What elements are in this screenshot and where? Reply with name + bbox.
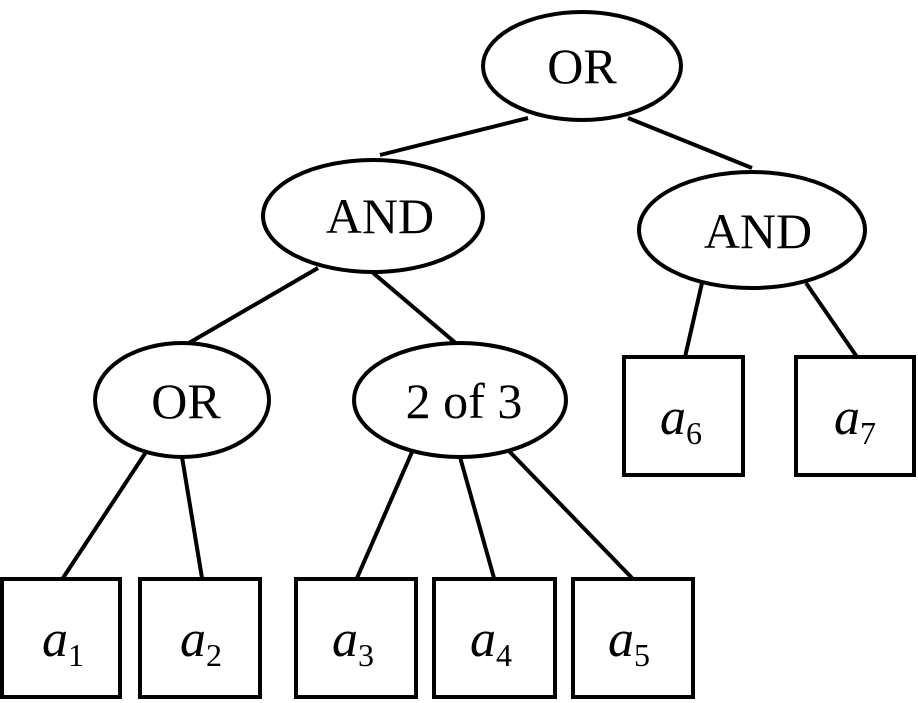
leaf-a4-box — [432, 577, 557, 699]
edge-2of3-to-a5 — [506, 448, 634, 580]
gate-or-root-ellipse — [481, 10, 683, 122]
leaf-a4: a4 — [432, 577, 557, 699]
leaf-a4-subscript: 4 — [496, 637, 512, 673]
leaf-a1: a1 — [0, 577, 122, 699]
gate-2-of-3-label: 2 of 3 — [406, 373, 523, 429]
edge-or-to-a1 — [61, 450, 148, 580]
gate-and-right: AND — [637, 170, 867, 290]
leaf-a4-label: a4 — [470, 611, 512, 673]
gate-and-right-label: AND — [704, 203, 812, 259]
edge-and-left-to-2of3 — [370, 270, 460, 347]
gate-or-left-label: OR — [151, 373, 221, 429]
edge-and-right-to-a6 — [683, 282, 704, 358]
gate-and-left: AND — [261, 158, 485, 274]
leaf-a2-label: a2 — [180, 611, 222, 673]
leaf-a7-box — [794, 355, 916, 477]
leaf-a5-label: a5 — [608, 611, 650, 673]
leaf-a2-subscript: 2 — [206, 637, 222, 673]
edge-and-right-to-a7 — [804, 281, 859, 359]
leaf-a3-subscript: 3 — [358, 637, 374, 673]
leaf-a5: a5 — [571, 577, 695, 699]
leaf-a7-subscript: 7 — [860, 415, 876, 451]
edges — [61, 116, 859, 580]
leaf-a1-subscript: 1 — [68, 637, 84, 673]
leaf-a6: a6 — [622, 355, 745, 477]
leaf-a1-base: a — [42, 611, 68, 668]
leaf-a5-box — [571, 577, 695, 699]
leaf-a6-base: a — [660, 389, 686, 446]
gate-or-left-ellipse — [93, 341, 271, 459]
gate-or-root-label: OR — [547, 38, 617, 94]
leaf-a3-base: a — [332, 611, 358, 668]
gate-or-root: OR — [481, 10, 683, 122]
leaf-a3-box — [294, 577, 418, 699]
gate-2-of-3-ellipse — [352, 341, 568, 459]
edge-or-to-a2 — [180, 456, 204, 579]
leaf-a4-base: a — [470, 611, 496, 668]
leaf-a1-label: a1 — [42, 611, 84, 673]
edge-2of3-to-a4 — [458, 456, 496, 579]
gate-or-left: OR — [93, 341, 271, 459]
leaf-a3: a3 — [294, 577, 418, 699]
gate-2-of-3: 2 of 3 — [352, 341, 568, 459]
gate-and-left-label: AND — [326, 188, 434, 244]
leaf-a2: a2 — [138, 577, 262, 699]
edge-or-root-to-and-right — [627, 116, 753, 170]
leaf-a5-subscript: 5 — [634, 637, 650, 673]
leaf-a7: a7 — [794, 355, 916, 477]
leaf-a6-box — [622, 355, 745, 477]
leaf-a2-box — [138, 577, 262, 699]
leaf-a6-label: a6 — [660, 389, 702, 451]
leaf-a7-label: a7 — [834, 389, 876, 451]
edge-and-left-to-or — [180, 266, 320, 349]
leaf-a2-base: a — [180, 611, 206, 668]
leaf-a6-subscript: 6 — [686, 415, 702, 451]
leaf-a3-label: a3 — [332, 611, 374, 673]
gate-and-right-ellipse — [637, 170, 867, 290]
edge-2of3-to-a3 — [355, 451, 414, 579]
leaf-a7-base: a — [834, 389, 860, 446]
leaf-a5-base: a — [608, 611, 634, 668]
edge-or-root-to-and-left — [379, 116, 529, 157]
leaf-a1-box — [0, 577, 122, 699]
gate-and-left-ellipse — [261, 158, 485, 274]
